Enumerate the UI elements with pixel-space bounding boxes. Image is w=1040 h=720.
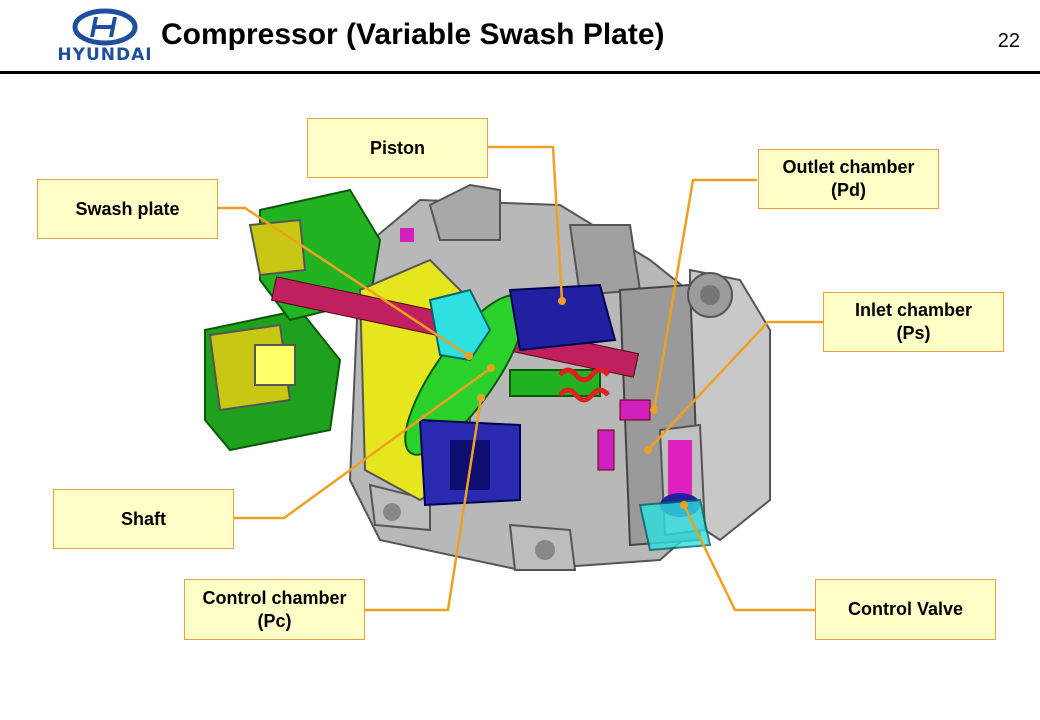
leader-endpoints	[465, 297, 688, 509]
slide-header: HYUNDAI Compressor (Variable Swash Plate…	[0, 0, 1040, 74]
leader-piston	[487, 145, 564, 302]
label-outlet-chamber: Outlet chamber (Pd)	[758, 149, 939, 209]
label-swash-plate: Swash plate	[37, 179, 218, 239]
logo-wordmark: HYUNDAI	[57, 45, 153, 65]
leader-control-valve	[682, 504, 815, 612]
hyundai-emblem-icon	[72, 8, 138, 46]
hyundai-logo: HYUNDAI	[50, 8, 160, 68]
page-number: 22	[997, 30, 1020, 52]
leader-shaft	[234, 366, 492, 520]
label-inlet-chamber: Inlet chamber (Ps)	[823, 292, 1004, 352]
page-title: Compressor (Variable Swash Plate)	[161, 18, 665, 51]
label-piston: Piston	[307, 118, 488, 178]
leader-lines	[218, 145, 823, 612]
swash-plate	[404, 288, 526, 456]
label-shaft: Shaft	[53, 489, 234, 549]
leader-swash-plate	[218, 206, 470, 358]
control-valve	[638, 423, 712, 552]
header-divider	[0, 71, 1040, 74]
label-control-valve: Control Valve	[815, 579, 996, 640]
label-control-chamber: Control chamber (Pc)	[184, 579, 365, 640]
leader-inlet-chamber	[647, 320, 823, 451]
leader-outlet-chamber	[652, 178, 757, 411]
leader-control-chamber	[365, 397, 483, 612]
